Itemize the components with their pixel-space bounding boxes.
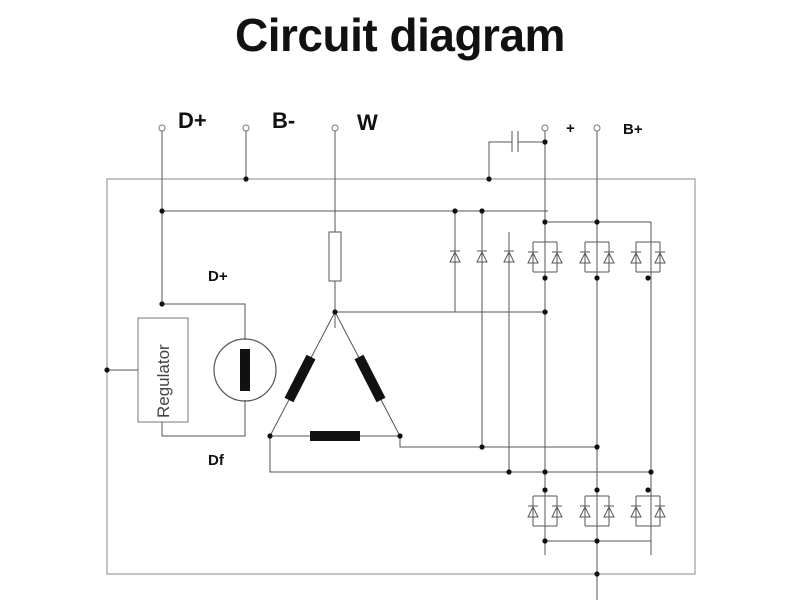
terminal-label-d-plus: D+	[178, 108, 207, 133]
terminal-label-b-plus: B+	[623, 121, 643, 138]
terminal-label-plus: +	[566, 120, 575, 137]
regulator-block	[107, 303, 246, 437]
rotor-winding	[213, 338, 277, 402]
regulator-label: Regulator	[154, 344, 173, 418]
terminal-points	[158, 124, 601, 132]
stator-winding	[269, 310, 401, 441]
junction-dots	[104, 139, 654, 577]
diagram-title: Circuit diagram	[235, 9, 565, 61]
housing-frame	[106, 178, 696, 575]
terminal-label-w: W	[357, 110, 378, 135]
terminal-wires	[161, 131, 598, 600]
phase-wires	[269, 211, 652, 555]
internal-label-d-plus: D+	[208, 268, 228, 285]
internal-label-df: Df	[208, 452, 225, 469]
resistor	[328, 231, 342, 282]
terminal-label-b-minus: B-	[272, 108, 295, 133]
